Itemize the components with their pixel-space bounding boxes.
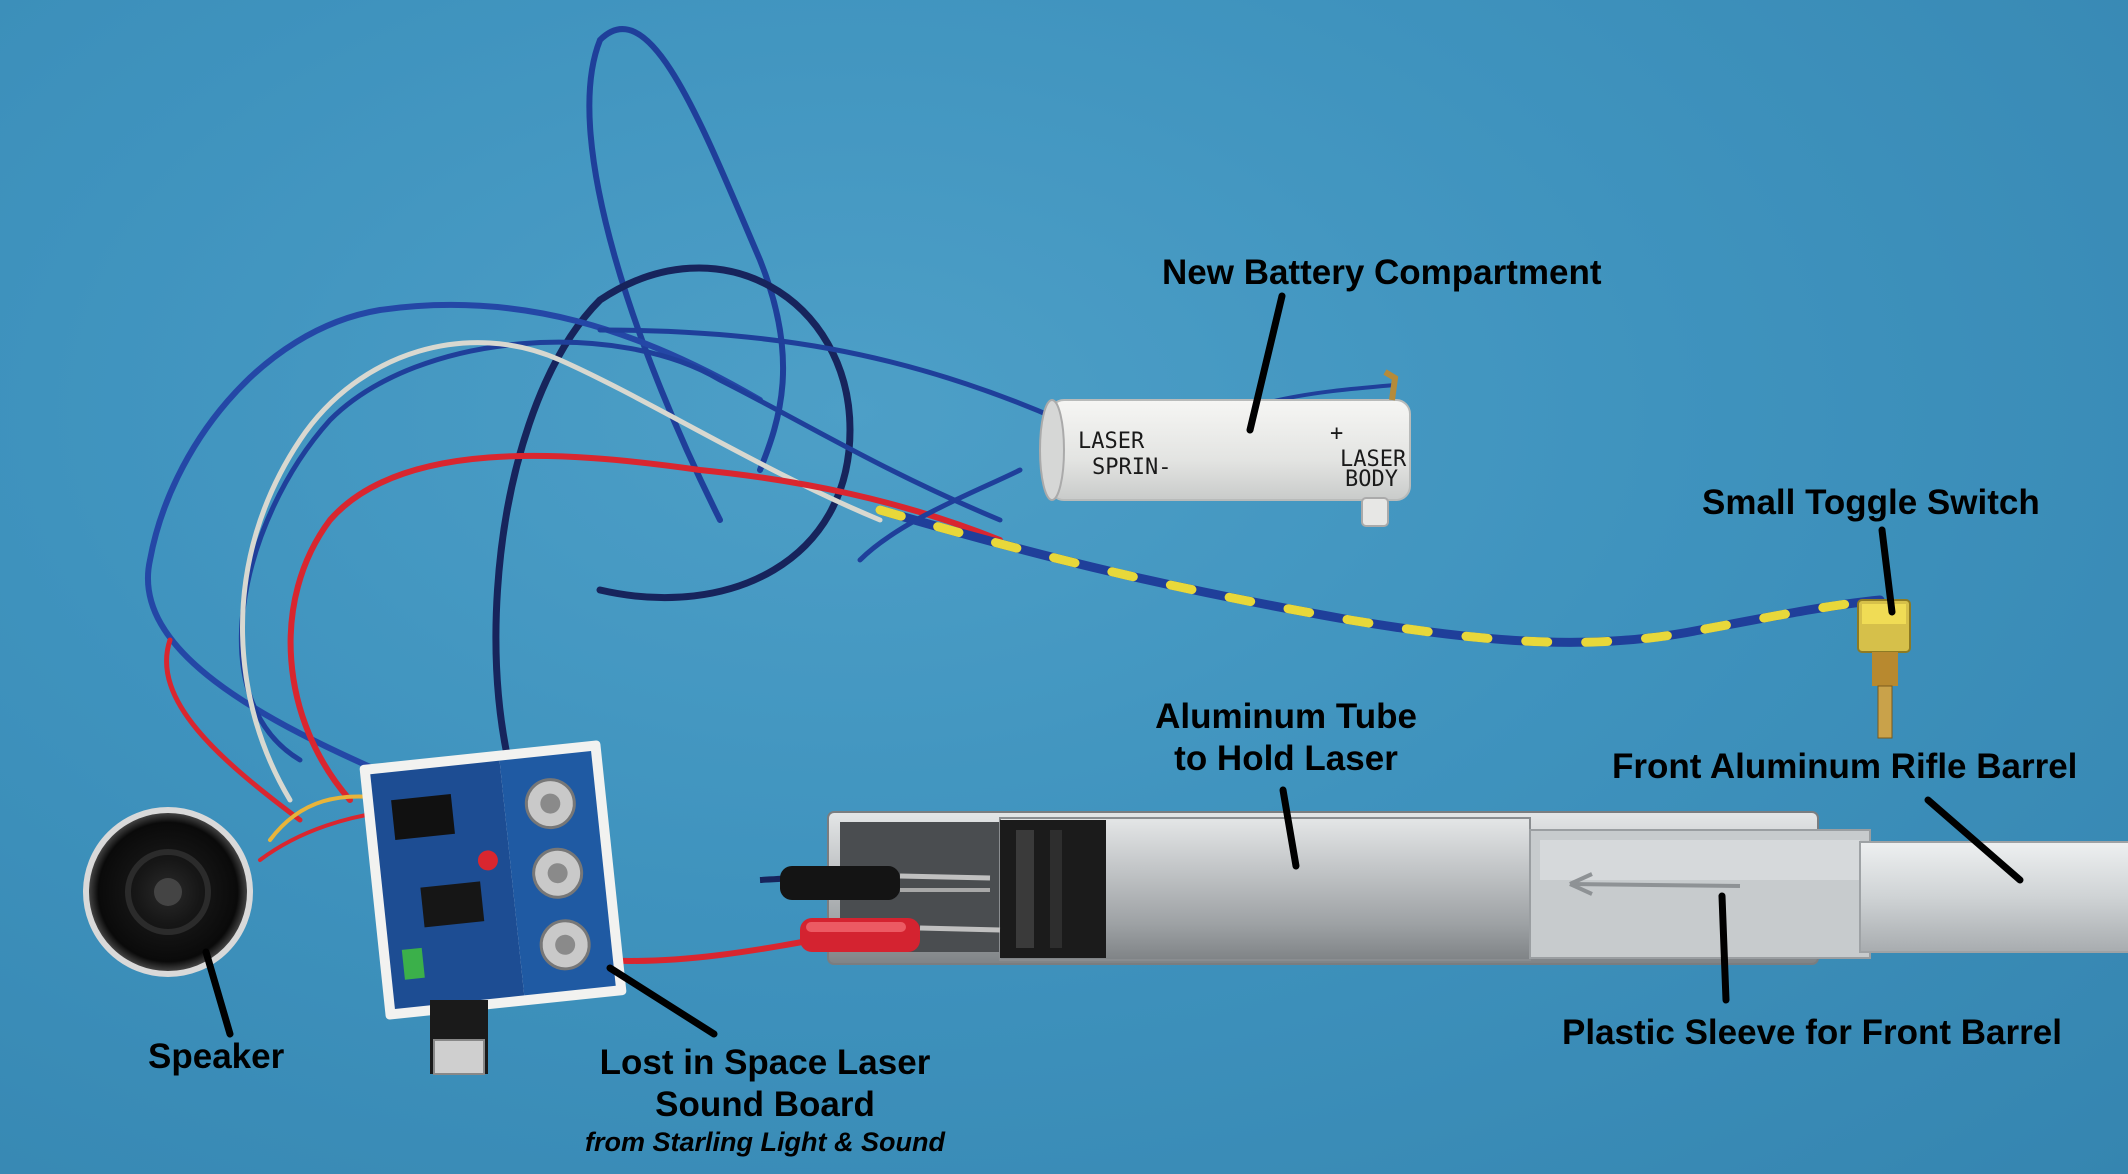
label-speaker: Speaker xyxy=(148,1037,285,1076)
battery-marking-plus: + xyxy=(1330,421,1343,446)
label-aluminum-tube-line2: to Hold Laser xyxy=(1174,739,1398,778)
label-battery-compartment: New Battery Compartment xyxy=(1162,253,1602,292)
alligator-clips xyxy=(759,866,1001,952)
pointer-speaker xyxy=(202,948,234,1038)
label-aluminum-tube-line1: Aluminum Tube xyxy=(1155,697,1417,736)
pointer-battery xyxy=(1246,292,1286,434)
label-front-barrel: Front Aluminum Rifle Barrel xyxy=(1612,747,2078,786)
label-toggle-switch: Small Toggle Switch xyxy=(1702,483,2040,522)
speaker xyxy=(83,807,253,977)
annotation-pointers xyxy=(202,292,2024,1038)
battery-compartment: LASER SPRIN- + LASER BODY xyxy=(1039,369,1411,527)
label-sound-board-line1: Lost in Space Laser xyxy=(599,1043,931,1082)
pointer-toggle xyxy=(1878,526,1896,616)
sound-board xyxy=(359,740,627,1075)
battery-marking-laser-right: LASER xyxy=(1340,447,1407,472)
battery-marking-laser: LASER xyxy=(1078,429,1145,454)
pointer-tube xyxy=(1279,786,1300,870)
battery-marking-spring: SPRIN- xyxy=(1092,455,1171,480)
label-sound-board-credit: from Starling Light & Sound xyxy=(585,1127,945,1157)
pointer-front-barrel xyxy=(1924,796,2024,884)
battery-marking-body: BODY xyxy=(1345,467,1398,492)
wire-bundle xyxy=(145,26,1885,964)
label-aluminum-tube: Aluminum Tube to Hold Laser xyxy=(1136,696,1436,780)
label-sound-board-line2: Sound Board xyxy=(655,1085,875,1124)
pointer-board xyxy=(606,964,718,1038)
toggle-switch xyxy=(1857,599,1911,739)
label-sound-board: Lost in Space Laser Sound Board from Sta… xyxy=(570,1042,960,1158)
label-plastic-sleeve: Plastic Sleeve for Front Barrel xyxy=(1562,1013,2062,1052)
pointer-sleeve xyxy=(1718,892,1730,1004)
